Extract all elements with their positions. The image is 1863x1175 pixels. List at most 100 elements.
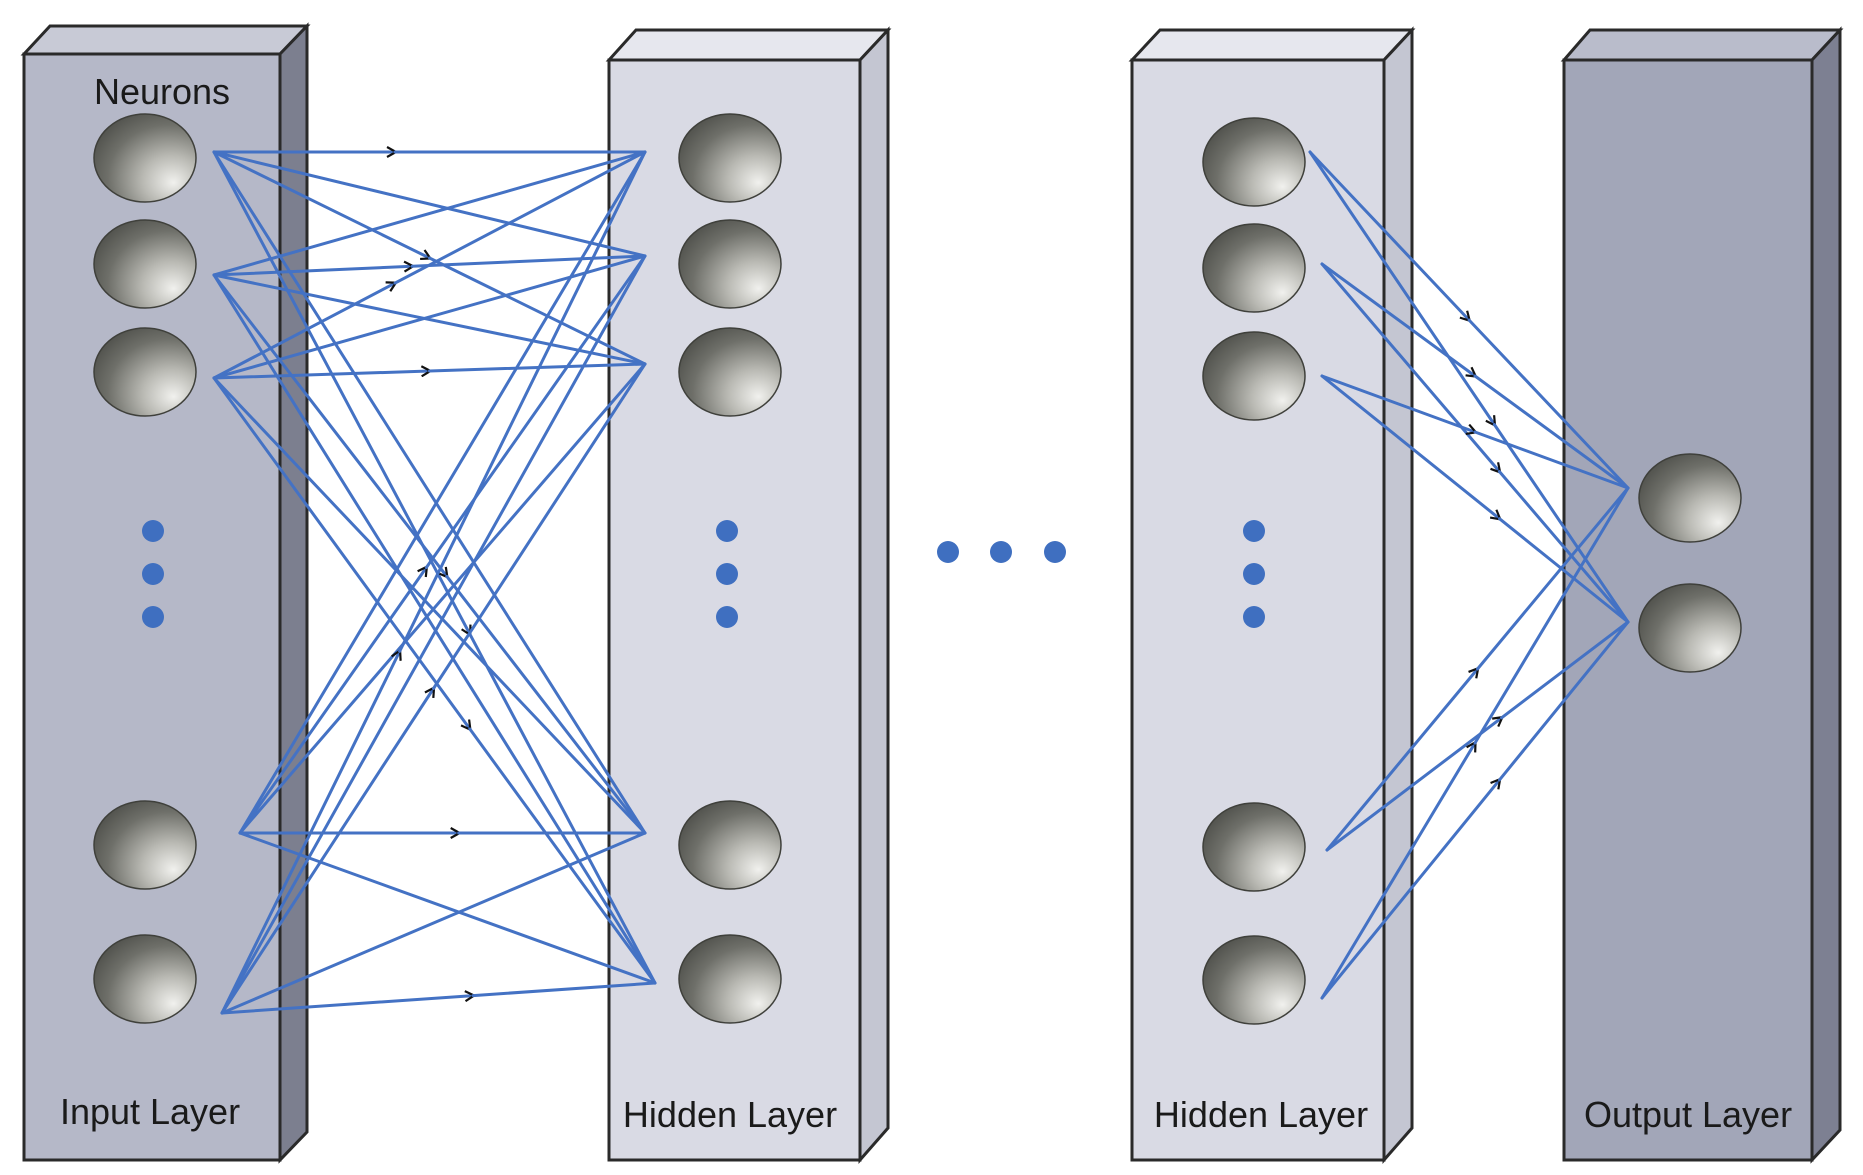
layer-ellipsis-dots (142, 520, 1265, 628)
neuron (678, 113, 782, 203)
connection-line (1476, 486, 1630, 671)
connection-line (220, 254, 647, 1015)
connection-line (432, 362, 647, 690)
ellipsis-dot (937, 541, 959, 563)
connection-line (398, 150, 647, 653)
connection-line (1500, 620, 1630, 720)
connection-line (1320, 374, 1475, 432)
neuron (93, 934, 197, 1024)
layer-hidden-1-top-face (605, 28, 892, 62)
layer-ellipsis-dot (142, 520, 164, 542)
neuron (1638, 583, 1742, 673)
layer-input-top-face (20, 24, 311, 56)
ellipsis-dot (990, 541, 1012, 563)
connection-line (393, 150, 647, 285)
connection-line (1308, 150, 1469, 320)
connection-line (424, 254, 647, 570)
layer-ellipsis-dot (716, 606, 738, 628)
connection-line (1473, 430, 1630, 490)
neuron (93, 800, 197, 890)
ellipsis-dot (1044, 541, 1066, 563)
connection-line (468, 632, 657, 985)
connection-line (1497, 620, 1630, 782)
neuron (1202, 331, 1306, 421)
neuron (1202, 935, 1306, 1025)
layer-label-hidden-1: Hidden Layer (623, 1094, 837, 1135)
connection-line (1467, 318, 1630, 490)
layer-ellipsis-dot (1243, 520, 1265, 542)
neuron (93, 219, 197, 309)
layer-ellipsis-dot (716, 563, 738, 585)
connection-line (212, 150, 647, 835)
connection-line (212, 150, 647, 277)
connection-line (1497, 517, 1630, 624)
neuron (1202, 802, 1306, 892)
layer-ellipsis-dot (1243, 606, 1265, 628)
connection-line (1320, 374, 1499, 519)
connection-line (1497, 470, 1630, 624)
connection-line (212, 266, 412, 277)
neuron (93, 327, 197, 417)
neuron (678, 327, 782, 417)
layer-label-output: Output Layer (1584, 1094, 1792, 1135)
layer-label-hidden-2: Hidden Layer (1154, 1094, 1368, 1135)
layer-output-side-face (1810, 26, 1842, 1164)
connection-line (1473, 486, 1630, 745)
connection-line (212, 273, 657, 985)
neurons-label: Neurons (94, 71, 230, 112)
connection-line (220, 831, 647, 1015)
layer-output (1560, 26, 1844, 1164)
connection-line (1320, 780, 1499, 1000)
connection-line (238, 568, 426, 835)
connection-line (212, 150, 430, 258)
connection-line (220, 996, 473, 1015)
connection-line (410, 254, 647, 268)
connection-line (212, 150, 647, 258)
connection-line (212, 376, 647, 835)
connection-line (1320, 262, 1499, 472)
connection-line (1325, 669, 1478, 852)
connection-line (468, 727, 657, 985)
connection-line (212, 273, 647, 366)
layer-output-top-face (1560, 28, 1844, 62)
layer-hidden-2-top-face (1128, 28, 1416, 62)
layer-label-input: Input Layer (60, 1091, 240, 1132)
connection-line (1325, 718, 1502, 852)
layer-ellipsis-dot (716, 520, 738, 542)
connection-line (212, 376, 470, 729)
layer-ellipsis-dot (142, 563, 164, 585)
layer-ellipsis-dot (142, 606, 164, 628)
connection-line (212, 283, 395, 380)
connection-line (428, 362, 647, 373)
between-layers-ellipsis (937, 541, 1066, 563)
connection-line (428, 256, 647, 366)
neuron (1638, 453, 1742, 543)
connection-line (471, 981, 657, 998)
connection-line (212, 150, 470, 634)
connection-line (220, 689, 434, 1015)
connection-line (1308, 150, 1494, 425)
neuron (1202, 117, 1306, 207)
neuron (678, 800, 782, 890)
connection-line (238, 150, 647, 835)
neuron (678, 219, 782, 309)
connection-line (212, 254, 647, 380)
connection-line (220, 651, 400, 1015)
connection-line (212, 371, 430, 380)
connection-line (238, 362, 647, 835)
layer-hidden-1-side-face (858, 26, 890, 1164)
connection-line (1492, 423, 1630, 624)
neurons (93, 113, 1742, 1025)
layer-hidden-2-side-face (1382, 26, 1414, 1164)
connection-line (212, 273, 447, 576)
neuron (93, 113, 197, 203)
connection-line (1320, 262, 1475, 376)
neuron (678, 934, 782, 1024)
layer-ellipsis-dot (1243, 563, 1265, 585)
neuron (1202, 223, 1306, 313)
connection-lines (212, 150, 1630, 1015)
connection-line (1473, 374, 1630, 490)
connection-line (1320, 743, 1475, 1000)
